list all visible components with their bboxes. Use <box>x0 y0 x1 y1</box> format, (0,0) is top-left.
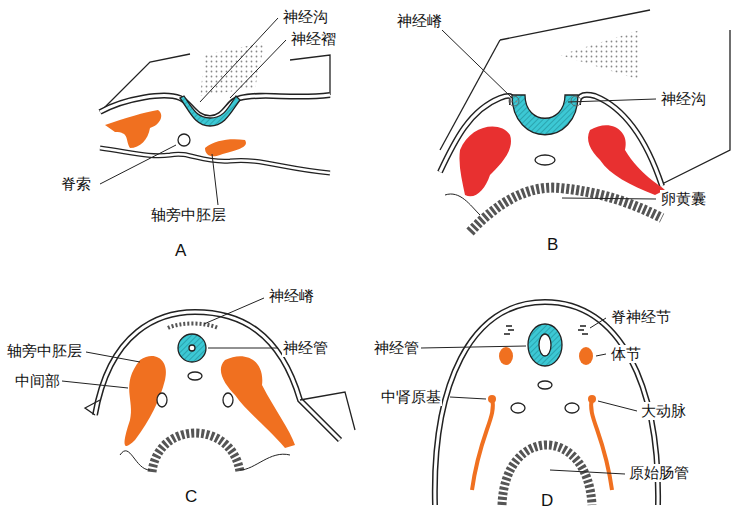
part-label: 原始肠管 <box>628 464 690 482</box>
panel-d-drawing <box>435 302 658 505</box>
panel-c-drawing <box>152 433 240 472</box>
part-label: 神经沟 <box>660 90 707 108</box>
leader-line <box>86 352 140 362</box>
part-label: 大动脉 <box>640 402 687 420</box>
panel-d-drawing <box>435 302 658 505</box>
panel-d-drawing <box>511 403 525 413</box>
leader-line <box>442 30 512 98</box>
panel-d-drawing <box>488 395 496 403</box>
leader-line <box>568 99 656 102</box>
leader-line <box>212 154 218 205</box>
part-label: 神经嵴 <box>268 287 315 305</box>
part-label: 神经嵴 <box>396 12 443 30</box>
leader-line <box>550 470 625 474</box>
part-label: 神经管 <box>373 339 420 357</box>
part-label: 卵黄囊 <box>660 190 707 208</box>
panel-c-drawing <box>189 345 195 351</box>
leader-line <box>208 348 278 349</box>
panel-letter: D <box>540 492 554 510</box>
panel-d-drawing <box>504 326 588 334</box>
part-label: 轴旁中胚层 <box>150 206 227 224</box>
panel-d-drawing <box>528 324 562 366</box>
leader-line <box>100 18 286 205</box>
panel-b-drawing <box>512 95 578 135</box>
panel-a-drawing <box>105 110 161 148</box>
panel-d-drawing <box>472 398 493 490</box>
leader-line <box>590 318 606 328</box>
panel-b-drawing <box>571 96 581 106</box>
panel-b-drawing <box>459 127 511 197</box>
part-label: 中肾原基 <box>380 388 442 406</box>
panel-a-drawing <box>100 95 330 118</box>
part-label: 轴旁中胚层 <box>6 342 83 360</box>
leader-line <box>442 30 656 199</box>
panel-a-drawing <box>100 148 330 173</box>
panel-a-drawing <box>180 96 240 126</box>
panel-b-drawing <box>445 194 480 215</box>
panel-d-drawing <box>538 381 552 389</box>
panel-d-drawing <box>539 334 551 356</box>
panel-b-drawing <box>440 10 730 232</box>
leader-line <box>100 145 176 184</box>
panel-b-drawing <box>560 30 640 80</box>
panel-b-drawing <box>470 188 662 232</box>
leader-line <box>230 40 286 98</box>
panel-letter: B <box>546 236 559 254</box>
panel-a-drawing <box>200 42 265 96</box>
panel-d-drawing <box>591 398 612 490</box>
part-label: 中间部 <box>14 372 61 390</box>
panel-b-drawing <box>500 10 650 40</box>
leader-line <box>62 298 278 388</box>
panel-c-drawing <box>188 372 202 380</box>
panel-a-drawing <box>100 42 330 173</box>
leader-line <box>450 397 486 399</box>
panel-c-drawing <box>157 393 167 407</box>
panel-a-drawing <box>178 134 190 146</box>
panel-b-drawing <box>509 96 519 106</box>
part-label: 脊神经节 <box>610 308 672 326</box>
panel-a-drawing <box>205 139 246 156</box>
leader-line <box>421 318 637 474</box>
leader-line <box>62 381 128 388</box>
panel-b-drawing <box>588 125 665 195</box>
panel-c-drawing <box>85 312 355 472</box>
leader-line <box>204 298 264 324</box>
panel-b-drawing <box>660 30 730 185</box>
panel-d-drawing <box>588 395 596 403</box>
panel-c-drawing <box>120 451 290 470</box>
part-label: 神经沟 <box>282 8 329 26</box>
panel-c-drawing <box>178 334 206 362</box>
panel-a-drawing <box>100 148 330 173</box>
panel-d-drawing <box>565 403 579 413</box>
leader-line <box>562 198 656 199</box>
panel-c-drawing <box>85 400 100 415</box>
leader-line <box>596 354 606 356</box>
part-label: 体节 <box>610 345 642 363</box>
panel-letter: C <box>184 488 198 506</box>
panel-c-drawing <box>168 324 218 329</box>
panel-c-drawing <box>221 356 295 448</box>
panel-c-drawing <box>223 393 233 407</box>
panel-c-drawing <box>300 392 355 430</box>
panel-a-drawing <box>100 95 330 118</box>
leader-line <box>598 401 637 411</box>
leader-line <box>421 346 526 348</box>
part-label: 神经褶 <box>290 30 337 48</box>
panel-d-drawing <box>435 302 658 505</box>
panel-b-drawing <box>535 155 555 165</box>
panel-d-drawing <box>579 347 593 365</box>
panel-d-drawing <box>499 347 513 365</box>
panel-letter: A <box>174 242 187 260</box>
part-label: 神经管 <box>282 339 329 357</box>
part-label: 脊索 <box>60 175 92 193</box>
panel-a-drawing <box>290 55 330 95</box>
